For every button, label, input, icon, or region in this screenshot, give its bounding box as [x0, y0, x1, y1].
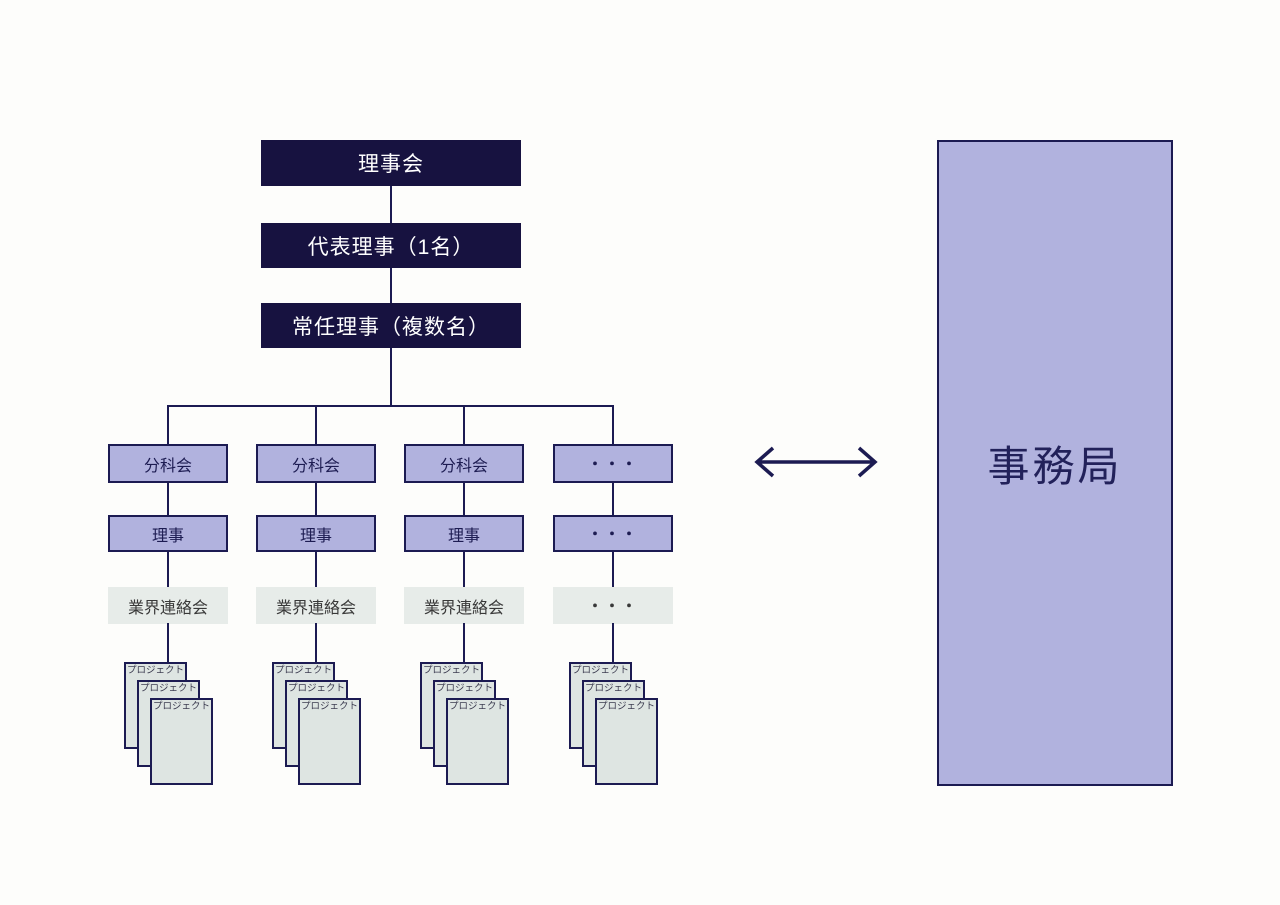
industry-liaison-box-3: 業界連絡会	[404, 587, 524, 624]
connector-col2-b	[315, 551, 317, 588]
project-stack-2: プロジェクト プロジェクト プロジェクト	[272, 662, 364, 787]
project-sheet: プロジェクト	[298, 698, 361, 785]
branch-drop-1	[167, 406, 169, 444]
branch-drop-3	[463, 406, 465, 444]
director-box-ellipsis: ・・・	[553, 515, 673, 552]
director-box-2: 理事	[256, 515, 376, 552]
branch-horizontal-line	[167, 405, 614, 407]
connector-col1-b	[167, 551, 169, 588]
project-stack-4: プロジェクト プロジェクト プロジェクト	[569, 662, 661, 787]
director-box-3: 理事	[404, 515, 524, 552]
subcommittee-box-2: 分科会	[256, 444, 376, 483]
director-box-1: 理事	[108, 515, 228, 552]
connector-col4-a	[612, 482, 614, 516]
project-sheet: プロジェクト	[150, 698, 213, 785]
secretariat-box: 事務局	[937, 140, 1173, 786]
project-stack-3: プロジェクト プロジェクト プロジェクト	[420, 662, 512, 787]
connector-board-representative	[390, 186, 392, 223]
project-sheet: プロジェクト	[446, 698, 509, 785]
connector-col4-c	[612, 623, 614, 663]
subcommittee-box-3: 分科会	[404, 444, 524, 483]
connector-col2-a	[315, 482, 317, 516]
connector-col3-c	[463, 623, 465, 663]
branch-drop-2	[315, 406, 317, 444]
representative-director-box: 代表理事（1名）	[261, 223, 521, 268]
board-box: 理事会	[261, 140, 521, 186]
industry-liaison-box-2: 業界連絡会	[256, 587, 376, 624]
connector-col1-a	[167, 482, 169, 516]
branch-drop-4	[612, 406, 614, 444]
connector-col3-b	[463, 551, 465, 588]
double-arrow-icon	[751, 442, 881, 482]
connector-col4-b	[612, 551, 614, 588]
project-stack-1: プロジェクト プロジェクト プロジェクト	[124, 662, 216, 787]
industry-liaison-box-ellipsis: ・・・	[553, 587, 673, 624]
subcommittee-box-1: 分科会	[108, 444, 228, 483]
connector-col1-c	[167, 623, 169, 663]
connector-representative-standing	[390, 268, 392, 303]
connector-standing-branch	[390, 348, 392, 407]
standing-directors-box: 常任理事（複数名）	[261, 303, 521, 348]
project-sheet: プロジェクト	[595, 698, 658, 785]
connector-col2-c	[315, 623, 317, 663]
industry-liaison-box-1: 業界連絡会	[108, 587, 228, 624]
connector-col3-a	[463, 482, 465, 516]
subcommittee-box-ellipsis: ・・・	[553, 444, 673, 483]
